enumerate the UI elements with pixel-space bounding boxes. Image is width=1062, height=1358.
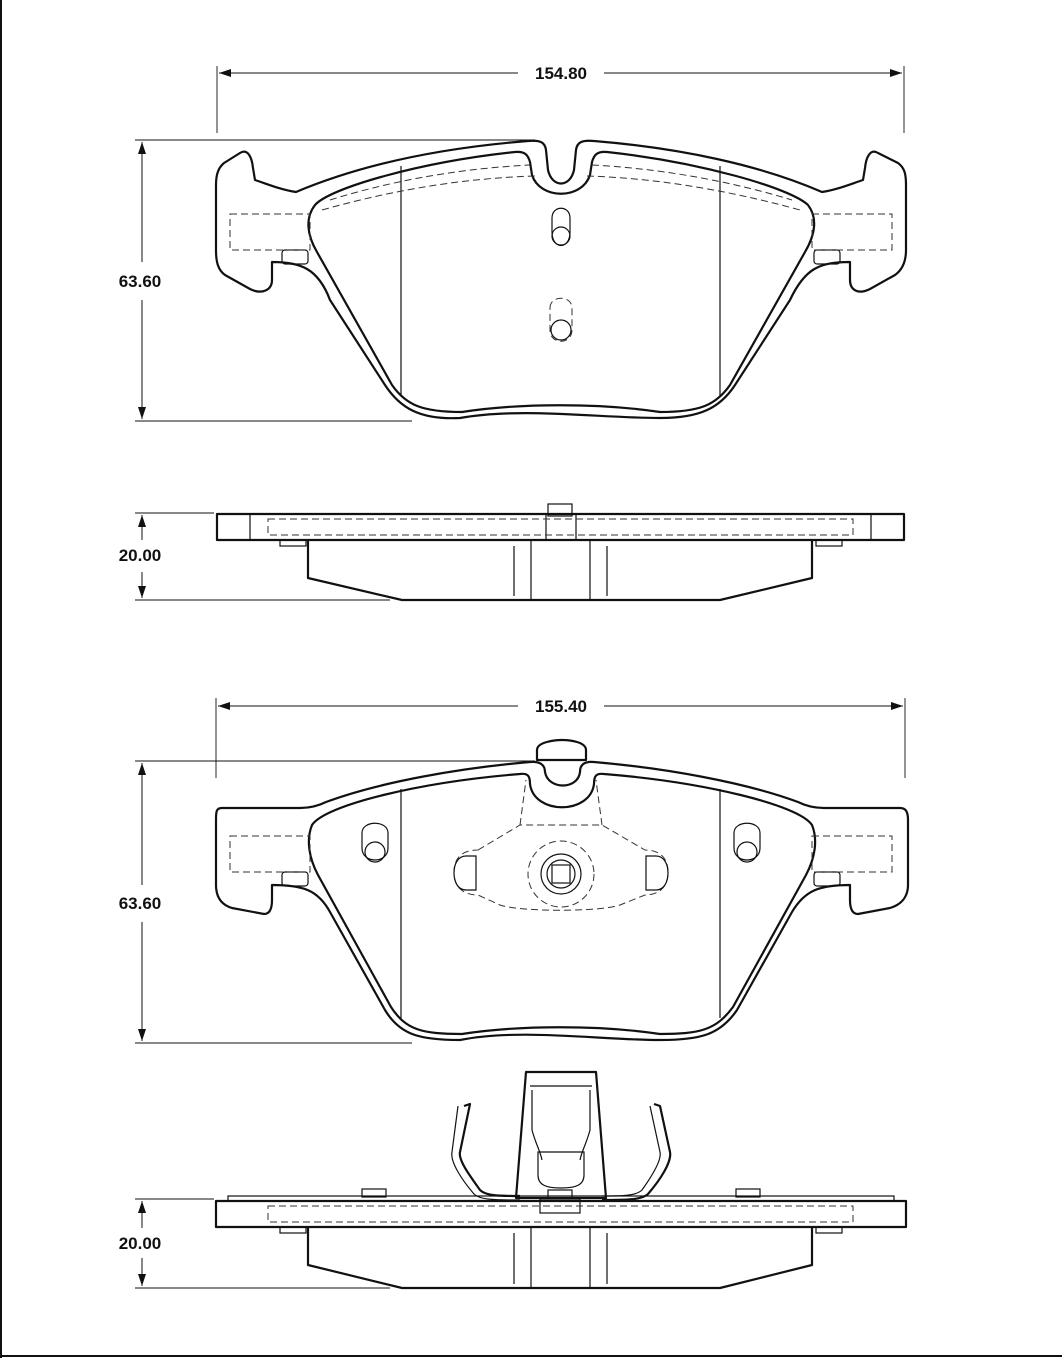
pad2-spring-lug-right	[645, 855, 669, 891]
pad1-side-clip-right	[815, 539, 843, 547]
pad1-pin-top-circle	[551, 226, 571, 246]
pad1-hidden-chamfer	[329, 164, 793, 201]
pad2-pin-right-circle	[736, 841, 758, 863]
pad2-side-friction	[306, 1227, 814, 1290]
pad2-backing-plate	[214, 760, 910, 1042]
pad2-clip-left	[281, 871, 309, 887]
pad2-ear-left-hidden	[229, 835, 311, 873]
pad2-pin-left	[361, 822, 389, 861]
pad2-sensor-square	[551, 864, 571, 884]
pad2-pin-right	[733, 822, 761, 861]
pad1-side-hidden	[267, 518, 854, 536]
pad2-ear-right-hidden	[811, 835, 893, 873]
pad2-side-clip-right	[815, 1226, 843, 1234]
pad2-spring-lug-left	[453, 855, 477, 891]
pad1-side-center-block	[547, 503, 573, 517]
pad1-hidden-chamfer-2	[321, 175, 801, 211]
pad1-clip-left	[281, 249, 309, 265]
pad1-pin-top	[551, 207, 571, 247]
pad2-sensor-inner	[546, 859, 576, 889]
pad1-pin-lower	[549, 297, 573, 342]
pad2-pin-left-circle	[364, 841, 386, 863]
pad2-sensor-mid	[540, 853, 582, 895]
pad2-thickness-label: 20.00	[119, 1234, 162, 1253]
pad1-ear-right-hidden	[811, 213, 893, 251]
pad1-side-backing-inner	[249, 513, 872, 541]
pad2-clip-tongue	[537, 1151, 585, 1189]
pad2-side-hidden	[267, 1205, 854, 1223]
pad1-thickness-label: 20.00	[119, 546, 162, 565]
pad1-width-dimension: 154.80	[216, 64, 905, 133]
pad2-thickness-dimension: 20.00	[119, 1198, 390, 1289]
pad1-ear-left-hidden	[229, 213, 311, 251]
pad1-side-friction	[306, 540, 814, 602]
pad1-side-backing	[215, 512, 906, 542]
pad2-width-dimension: 155.40	[215, 697, 906, 778]
pad2-side-backing	[214, 1199, 908, 1229]
pad1-width-label: 154.80	[535, 64, 587, 83]
pad1-side-clip-left	[279, 539, 307, 547]
pad2-spring-wire-right	[601, 1102, 672, 1202]
pad2-sensor-outer	[527, 840, 595, 908]
pad1-thickness-dimension: 20.00	[119, 512, 390, 601]
pad1-front-view	[214, 139, 908, 420]
pad2-hidden-spring	[453, 824, 669, 911]
pad1-backing-plate	[214, 139, 908, 420]
pad1-height-label: 63.60	[119, 272, 162, 291]
pad2-spring-wire-left	[458, 1102, 521, 1198]
pad2-clip-right	[813, 871, 841, 887]
pad2-center-clip	[514, 1070, 608, 1200]
pad2-top-clip	[535, 738, 588, 762]
pad2-width-label: 155.40	[535, 697, 587, 716]
pad2-side-clip-left	[279, 1226, 307, 1234]
pad1-pin-lower-circle	[550, 319, 572, 341]
pad2-height-dimension: 63.60	[119, 760, 535, 1044]
pad1-height-dimension: 63.60	[119, 139, 535, 422]
pad1-side-view	[215, 503, 906, 602]
pad2-height-label: 63.60	[119, 894, 162, 913]
pad2-friction-material	[307, 772, 817, 1036]
pad2-side-view	[214, 1070, 908, 1290]
pad2-front-view	[214, 738, 910, 1042]
pad1-friction-material	[307, 150, 816, 414]
